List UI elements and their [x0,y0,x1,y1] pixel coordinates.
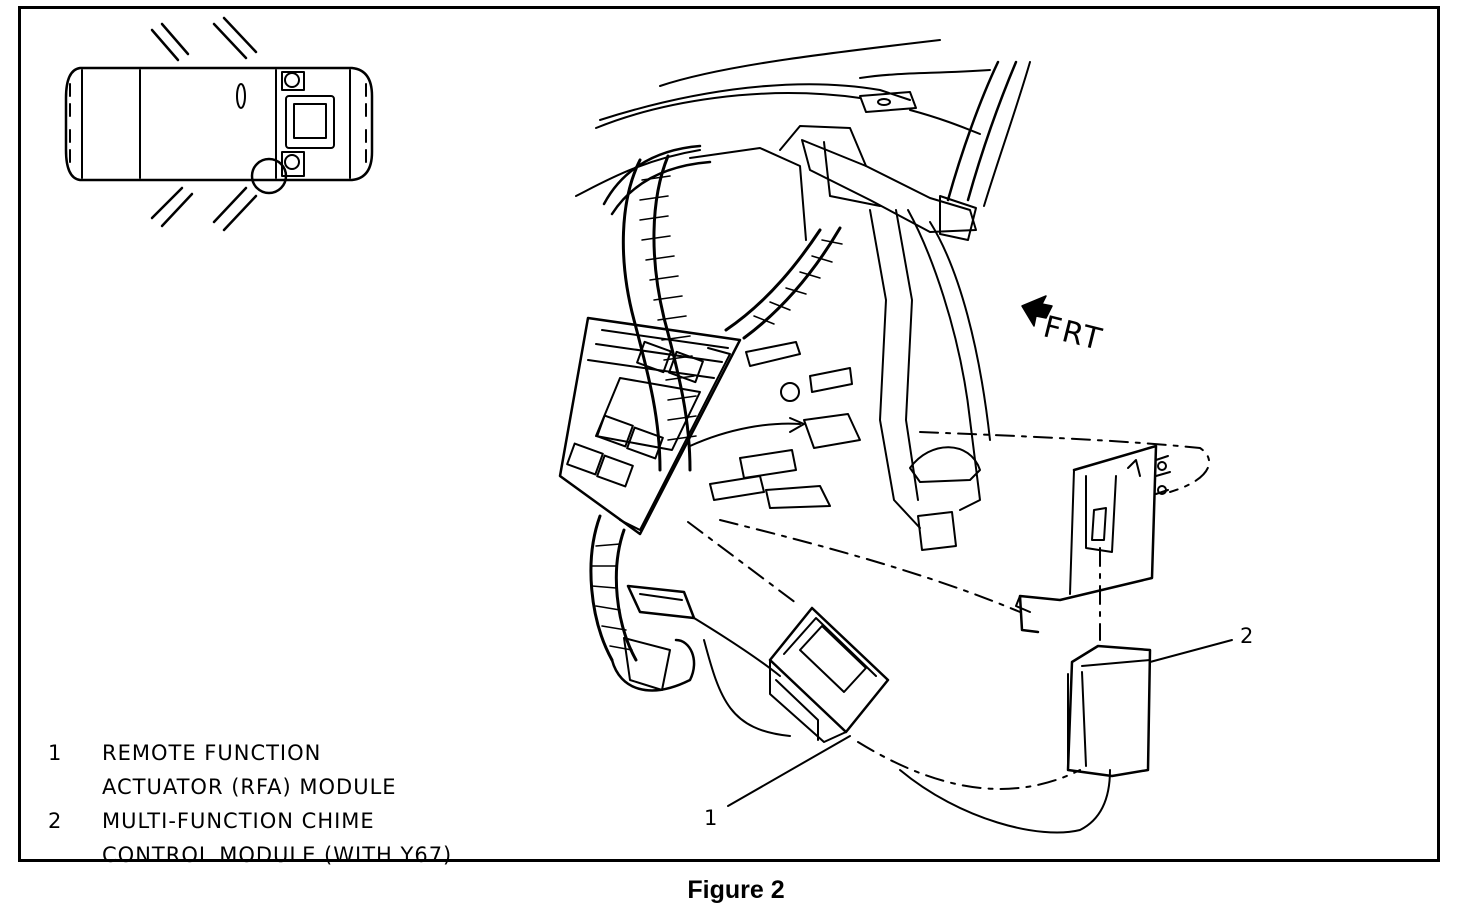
legend-item-text-continued: CONTROL MODULE (WITH Y67) [102,843,453,867]
legend-item-number: 1 [48,741,63,765]
legend-item-1: 1 REMOTE FUNCTION [48,736,452,770]
front-direction-arrow [1021,295,1053,327]
legend-item-text: REMOTE FUNCTION [102,741,322,765]
figure-frame [18,6,1440,862]
callout-1: 1 [704,806,718,830]
legend-item-number: 2 [48,809,63,833]
legend-item-text: MULTI-FUNCTION CHIME [102,809,375,833]
dash-harness-drawing [558,39,1233,834]
legend-item-text-continued: ACTUATOR (RFA) MODULE [102,775,397,799]
chime-mounting-bracket [1015,444,1171,634]
legend: 1 REMOTE FUNCTION ACTUATOR (RFA) MODULE … [48,736,452,872]
rfa-module [768,606,890,743]
callout-2: 2 [1240,624,1254,648]
vehicle-locator [64,16,374,232]
figure-caption: Figure 2 [687,876,785,904]
legend-item-2: 2 MULTI-FUNCTION CHIME [48,804,452,838]
chime-control-module [899,644,1152,834]
